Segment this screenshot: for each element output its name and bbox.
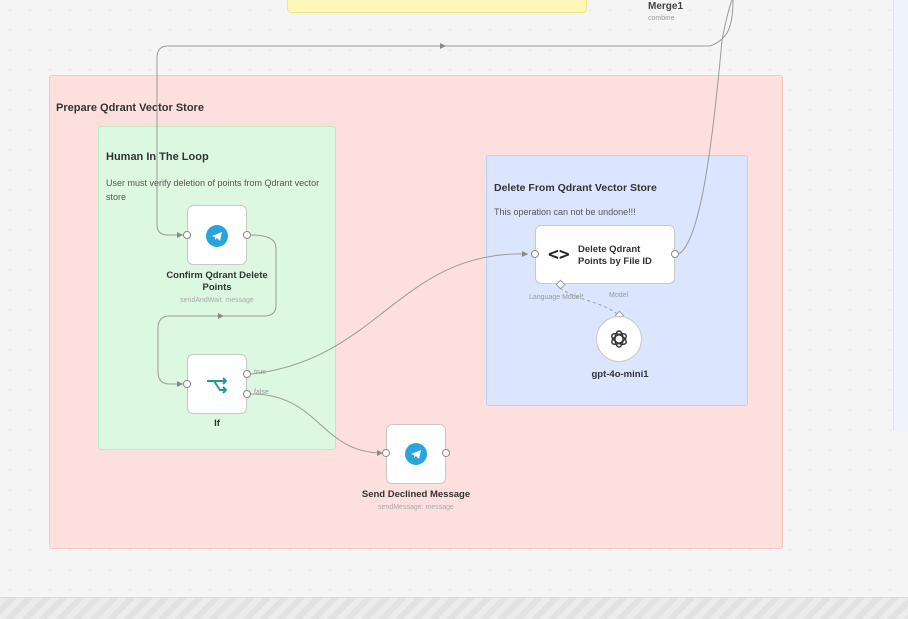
port-confirm-input[interactable]: [183, 231, 191, 239]
connection-confirm-to-if: [157, 234, 277, 385]
sticky-note-yellow[interactable]: [287, 0, 587, 13]
port-if-true[interactable]: [243, 370, 251, 378]
port-delete-output[interactable]: [671, 250, 679, 258]
arrow-declined-input: [377, 450, 383, 456]
group-prepare-title: Prepare Qdrant Vector Store: [56, 102, 204, 114]
merge-node-subtitle: combine: [648, 15, 675, 22]
port-if-input[interactable]: [183, 380, 191, 388]
if-branch-icon: [204, 372, 230, 398]
node-confirm-qdrant-delete[interactable]: [187, 205, 247, 265]
side-panel-edge[interactable]: [893, 0, 908, 430]
node-confirm-label: Confirm Qdrant Delete Points: [166, 270, 268, 293]
node-send-declined[interactable]: [386, 424, 446, 484]
port-model-label: Model: [609, 292, 629, 299]
connection-merge-loop: [156, 0, 734, 236]
arrow-confirm-input: [177, 232, 183, 238]
connection-if-false-to-declined: [250, 393, 384, 454]
node-confirm-subtitle: sendAndWait: message: [180, 297, 254, 304]
canvas-bottom-bar: [0, 597, 908, 619]
port-declined-input[interactable]: [382, 449, 390, 457]
group-human-description: User must verify deletion of points from…: [106, 178, 320, 202]
telegram-icon: [405, 443, 427, 465]
arrow-if-input: [177, 381, 183, 387]
port-confirm-output[interactable]: [243, 231, 251, 239]
port-if-false-label: false: [254, 389, 269, 396]
arrow-delete-input: [522, 251, 528, 257]
port-language-model-label: Language Model*: [529, 294, 584, 301]
arrow-merge: [440, 43, 446, 49]
port-declined-output[interactable]: [442, 449, 450, 457]
merge-node-label: Merge1: [648, 1, 684, 12]
connection-model-dashed: [559, 287, 621, 317]
node-declined-label: Send Declined Message: [361, 489, 471, 500]
node-gpt-label: gpt-4o-mini1: [591, 369, 649, 380]
node-delete-label: Delete Qdrant Points by File ID: [578, 244, 652, 267]
group-delete-title: Delete From Qdrant Vector Store: [494, 182, 657, 194]
connection-delete-to-top: [678, 0, 733, 255]
arrow-loop: [218, 313, 224, 319]
node-gpt-model[interactable]: [596, 316, 642, 362]
connection-if-true-to-delete: [250, 253, 529, 375]
port-delete-input[interactable]: [531, 250, 539, 258]
node-if[interactable]: [187, 354, 247, 414]
node-declined-subtitle: sendMessage: message: [378, 504, 454, 511]
port-if-true-label: true: [254, 369, 267, 376]
node-if-label: If: [214, 418, 220, 429]
port-if-false[interactable]: [243, 390, 251, 398]
telegram-icon: [206, 225, 228, 247]
openai-icon: [611, 330, 627, 348]
code-icon: <>: [548, 244, 570, 265]
node-delete-qdrant-points[interactable]: <> Delete Qdrant Points by File ID: [535, 225, 675, 284]
group-delete-description: This operation can not be undone!!!: [494, 207, 636, 217]
